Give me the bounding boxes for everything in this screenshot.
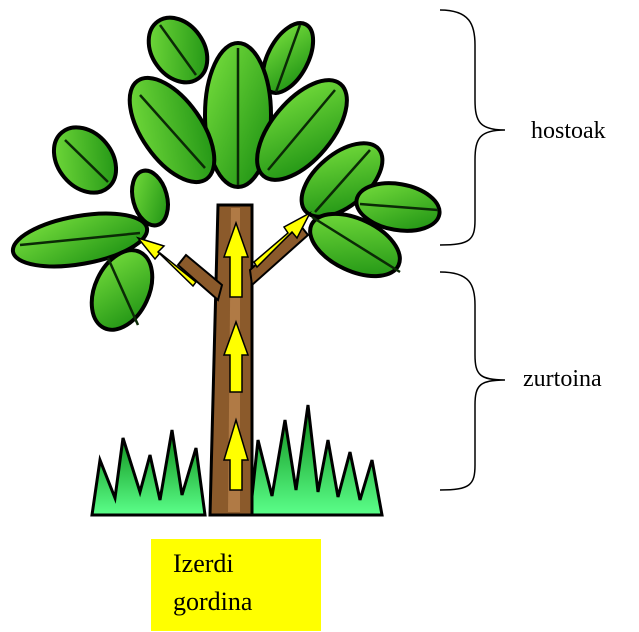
raw-sap-label-line2: gordina [173,587,252,617]
leaves-label: hostoak [531,118,606,145]
raw-sap-box: Izerdi gordina [151,539,321,631]
brace-leaves [440,10,505,245]
raw-sap-label-line1: Izerdi [173,549,234,579]
stem-label: zurtoina [523,366,602,393]
brace-stem [440,272,505,490]
